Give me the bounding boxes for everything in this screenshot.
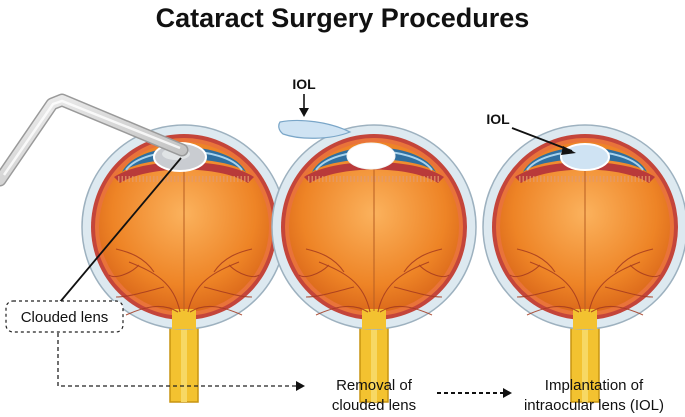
step-implant-line2: intraocular lens (IOL): [524, 397, 664, 414]
iol-arrow-implanted: [511, 127, 573, 152]
iol-label-implanted: IOL: [486, 111, 510, 127]
surgical-probe-icon: [0, 93, 189, 187]
iol-arrowhead-implanted: [561, 146, 576, 155]
iol-label-top: IOL: [292, 76, 316, 92]
clouded-lens-box: [5, 300, 124, 333]
clouded-lens-label: Clouded lens: [21, 309, 109, 326]
eye-clouded-lens: [82, 125, 286, 402]
eye-lens-removed: [272, 125, 476, 402]
step-implant-line1: Implantation of: [545, 377, 644, 394]
diagram-title: Cataract Surgery Procedures: [156, 3, 530, 33]
iol-lens-icon: [278, 119, 352, 139]
step-removal-line2: clouded lens: [332, 397, 416, 414]
clouded-lens-pointer: [59, 157, 182, 303]
step-removal-line1: Removal of: [336, 377, 413, 394]
eye-iol-implanted: [483, 125, 685, 402]
flow-arrowhead-1: [296, 381, 305, 391]
flow-connector-1: [57, 333, 298, 387]
flow-arrowhead-2: [503, 388, 512, 398]
iol-arrowhead-top: [299, 108, 309, 117]
